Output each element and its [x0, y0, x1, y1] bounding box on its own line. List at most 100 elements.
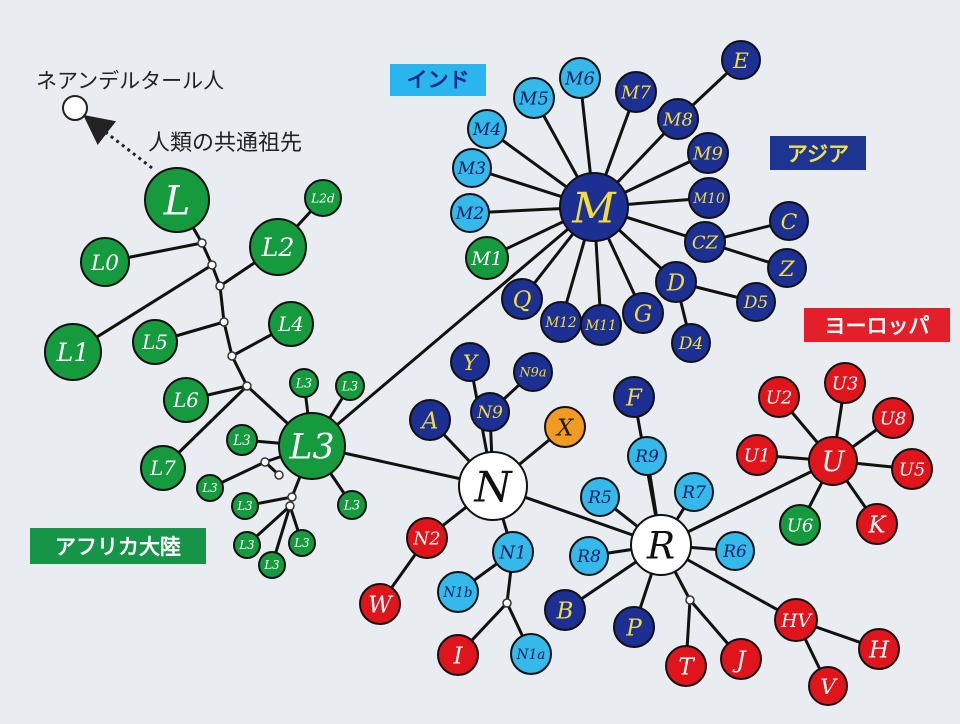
node-h: H — [858, 628, 900, 670]
node-u2: U2 — [758, 376, 800, 418]
node-label: L7 — [149, 457, 176, 480]
junction-dot — [207, 260, 217, 270]
neanderthal-annotation: ネアンデルタール人 人類の共通祖先 — [36, 69, 302, 170]
node-label: M10 — [692, 191, 725, 207]
node-circle — [779, 504, 821, 546]
node-label: L3 — [232, 433, 251, 449]
node-label: M9 — [692, 143, 723, 164]
node-circle — [249, 218, 307, 276]
node-circle — [196, 474, 224, 502]
node-l3f: L3 — [233, 531, 261, 559]
node-label: U8 — [880, 408, 907, 429]
node-circle — [278, 412, 346, 480]
node-m2: M2 — [450, 193, 490, 233]
node-c: C — [769, 201, 809, 241]
node-circle — [872, 397, 914, 439]
node-circle — [767, 248, 807, 288]
node-label: D5 — [743, 293, 769, 313]
node-m12: M12 — [540, 301, 582, 343]
node-circle — [657, 98, 699, 140]
node-cz: CZ — [684, 221, 726, 263]
node-circle — [80, 237, 130, 287]
region-labels: インド アジア ヨーロッパ アフリカ大陸 — [30, 64, 950, 564]
node-circle — [736, 282, 776, 322]
node-label: N9a — [518, 366, 546, 381]
node-n2: N2 — [406, 517, 448, 559]
node-n1b: N1b — [437, 571, 479, 613]
region-asia-bg — [770, 136, 866, 170]
junction-dot — [685, 595, 695, 605]
node-circle — [510, 633, 552, 675]
node-l3a: L3 — [289, 368, 319, 398]
node-circle — [132, 319, 178, 365]
node-circle — [715, 531, 755, 571]
node-j: J — [720, 638, 762, 680]
node-l3d: L3 — [196, 474, 224, 502]
node-label: F — [625, 385, 643, 411]
junction-dot — [260, 457, 270, 467]
node-circle — [758, 376, 800, 418]
node-circle — [544, 406, 586, 448]
node-label: T — [678, 654, 695, 680]
junction-dots-layer — [197, 238, 695, 608]
node-label: A — [420, 408, 439, 434]
node-circle — [406, 517, 448, 559]
region-europe-box: ヨーロッパ — [804, 308, 950, 342]
node-label: R9 — [634, 447, 659, 467]
node-label: L3 — [289, 427, 335, 467]
node-label: G — [634, 301, 652, 327]
node-label: L3 — [293, 536, 309, 550]
node-n: N — [458, 451, 528, 521]
node-circle — [513, 77, 555, 119]
node-w: W — [359, 583, 401, 625]
node-circle — [470, 392, 510, 432]
junction-dot — [197, 238, 207, 248]
node-hv: HV — [774, 598, 818, 642]
node-l2: L2 — [249, 218, 307, 276]
neanderthal-node — [62, 95, 88, 121]
region-europe-label: ヨーロッパ — [825, 314, 930, 338]
region-india-bg — [390, 64, 486, 96]
node-label: M7 — [620, 82, 651, 103]
node-circle — [304, 179, 342, 217]
node-label: D4 — [678, 334, 704, 354]
node-circle — [627, 436, 667, 476]
node-m5: M5 — [513, 77, 555, 119]
node-circle — [808, 666, 848, 706]
node-circle — [513, 352, 553, 392]
node-label: L3 — [263, 558, 279, 572]
ancestor-arrow — [83, 114, 153, 170]
node-circle — [824, 362, 866, 404]
region-india-box: インド — [390, 64, 486, 96]
node-label: N1 — [498, 542, 526, 563]
node-label: L0 — [90, 251, 119, 276]
node-m3: M3 — [452, 148, 492, 188]
node-label: J — [732, 647, 747, 673]
node-circle — [335, 371, 365, 401]
node-l2d: L2d — [304, 179, 342, 217]
node-d4: D4 — [671, 323, 711, 363]
node-label: U — [821, 445, 846, 478]
node-l: L — [144, 167, 210, 233]
node-m6: M6 — [559, 57, 601, 99]
node-label: L2d — [310, 191, 335, 205]
node-l3h: L3 — [288, 529, 316, 557]
node-m11: M11 — [580, 304, 622, 346]
node-circle — [163, 377, 209, 423]
node-circle — [289, 368, 319, 398]
node-label: HV — [780, 610, 813, 632]
node-i: I — [437, 634, 479, 676]
node-label: U2 — [766, 387, 793, 408]
node-label: U5 — [899, 459, 926, 480]
node-label: B — [556, 598, 574, 624]
node-circle — [891, 448, 933, 490]
node-u6: U6 — [779, 504, 821, 546]
node-r6: R6 — [715, 531, 755, 571]
node-r5: R5 — [580, 477, 620, 517]
node-label: R — [646, 524, 675, 568]
node-circle — [613, 606, 655, 648]
node-r9: R9 — [627, 436, 667, 476]
junction-dot — [502, 598, 512, 608]
node-label: C — [781, 210, 798, 235]
